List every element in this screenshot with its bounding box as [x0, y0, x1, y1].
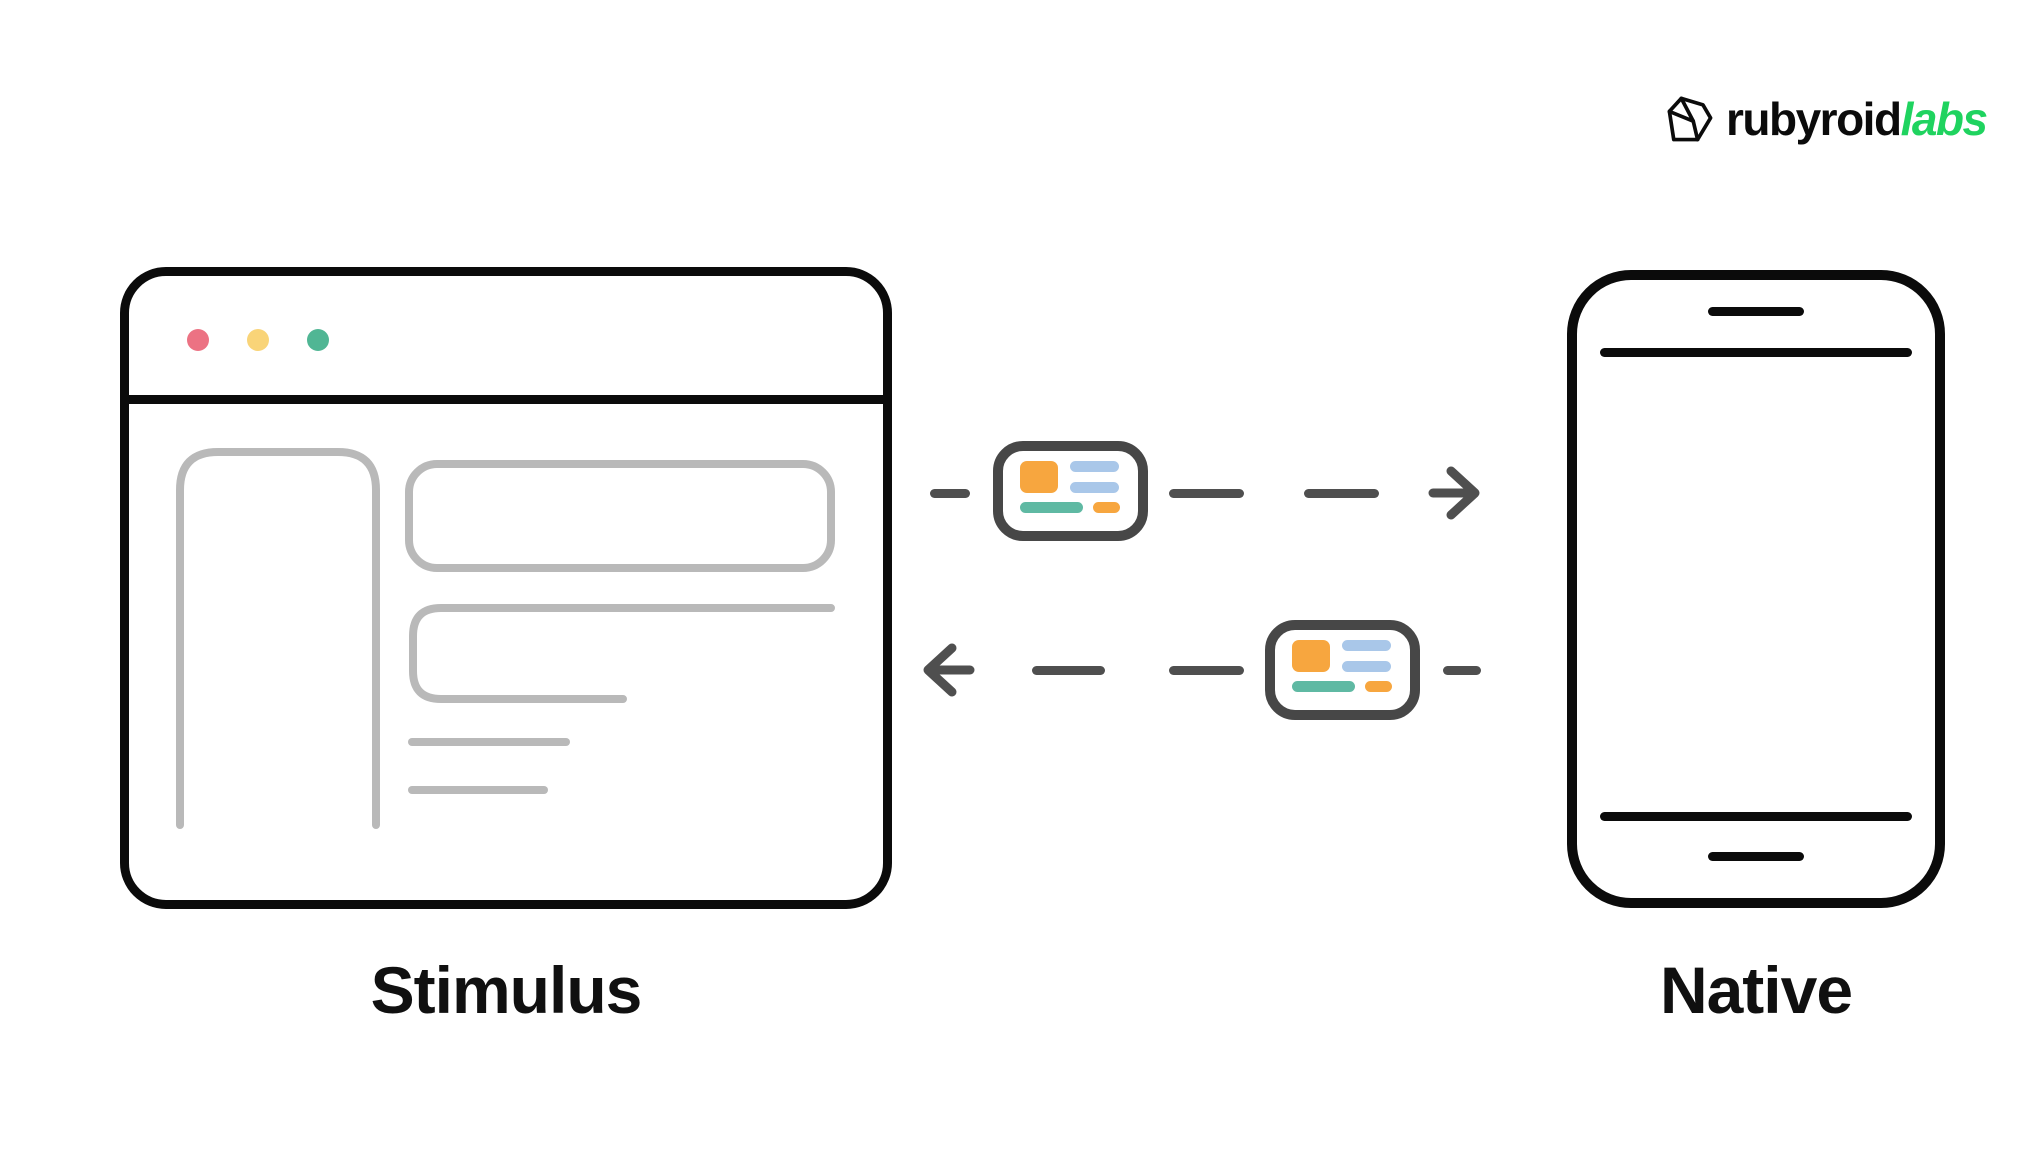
wireframe-text-line: [408, 738, 570, 746]
traffic-light-green-icon: [307, 329, 329, 351]
dash-segment: [1169, 489, 1244, 498]
card-image-block: [1020, 461, 1058, 493]
dash-segment: [1169, 666, 1244, 675]
phone-frame: [1567, 270, 1945, 908]
card-button-bar: [1365, 681, 1392, 692]
right-arrow-icon: [1428, 466, 1480, 520]
phone-speaker-icon: [1708, 307, 1804, 316]
dash-segment: [1443, 666, 1481, 675]
traffic-light-yellow-icon: [247, 329, 269, 351]
wireframe-article-block: [409, 604, 835, 703]
card-text-bar: [1342, 640, 1391, 651]
wireframe-hero-block: [405, 460, 835, 572]
card-tag-bar: [1020, 502, 1083, 513]
card-text-bar: [1070, 482, 1119, 493]
brand-suffix: labs: [1900, 93, 1989, 145]
message-card-icon: [993, 441, 1148, 541]
browser-titlebar: [129, 276, 883, 404]
card-text-bar: [1342, 661, 1391, 672]
brand-wordmark: rubyroidlabs: [1726, 92, 1989, 146]
phone-screen-top-edge: [1600, 348, 1912, 357]
brand-logo: rubyroidlabs: [1664, 92, 1989, 146]
browser-label: Stimulus: [370, 953, 643, 1027]
dash-segment: [930, 489, 970, 498]
left-arrow-icon: [923, 643, 975, 697]
dash-segment: [1304, 489, 1379, 498]
card-button-bar: [1093, 502, 1120, 513]
wireframe-sidebar: [176, 448, 380, 829]
brand-name: rubyroid: [1726, 93, 1902, 145]
phone-home-indicator: [1708, 852, 1804, 861]
card-tag-bar: [1292, 681, 1355, 692]
message-card-icon: [1265, 620, 1420, 720]
dash-segment: [1032, 666, 1105, 675]
wireframe-text-line: [408, 786, 548, 794]
traffic-light-red-icon: [187, 329, 209, 351]
card-image-block: [1292, 640, 1330, 672]
phone-screen-bottom-edge: [1600, 812, 1912, 821]
gem-icon: [1667, 96, 1713, 142]
card-text-bar: [1070, 461, 1119, 472]
phone-label: Native: [1659, 953, 1853, 1027]
browser-window: [120, 267, 892, 909]
